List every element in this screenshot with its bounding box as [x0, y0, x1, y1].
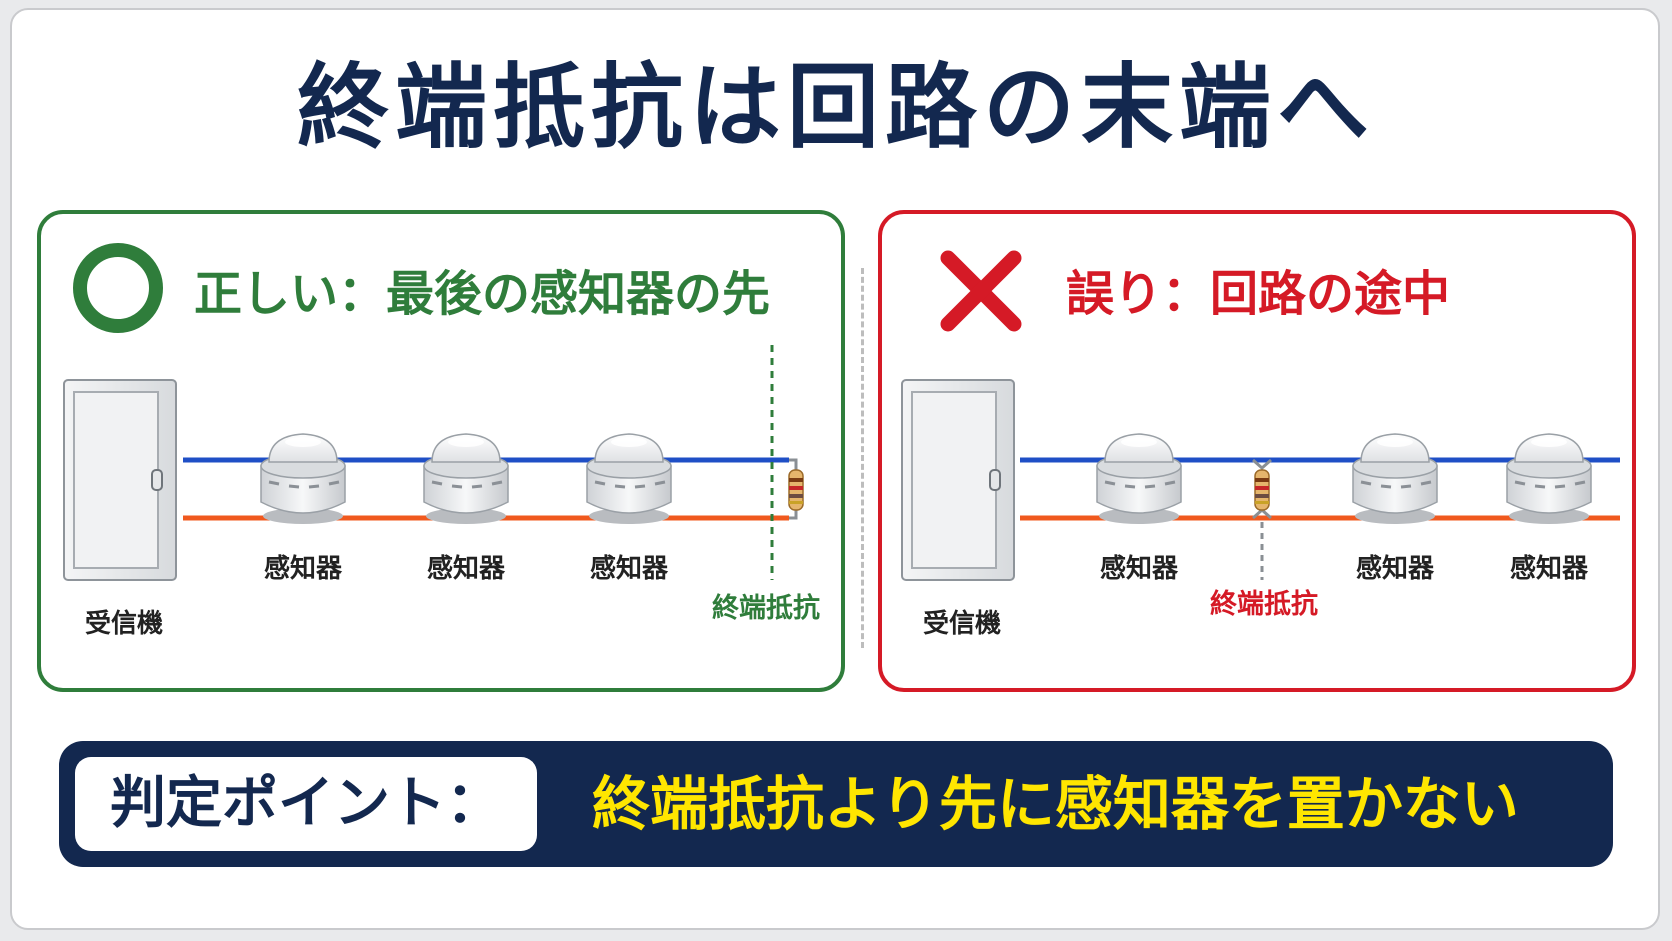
page-title: 終端抵抗は回路の末端へ: [296, 54, 1375, 161]
judgment-label: 判定ポイント：: [75, 757, 537, 851]
resistor-label: 終端抵抗: [712, 592, 820, 624]
circle-mark-icon: [73, 243, 163, 333]
panel-divider: [861, 268, 864, 648]
detector-label: 感知器: [590, 554, 669, 584]
detector-label: 感知器: [1510, 554, 1589, 584]
cross-mark-icon: [940, 250, 1022, 332]
receiver-label: 受信機: [923, 608, 1001, 639]
judgment-text: 終端抵抗より先に感知器を置かない: [592, 770, 1519, 838]
resistor-label: 終端抵抗: [1210, 588, 1318, 620]
detector-label: 感知器: [1356, 554, 1435, 584]
detector-label: 感知器: [427, 554, 506, 584]
detector-label: 感知器: [1100, 554, 1179, 584]
wrong-heading: 誤り：回路の途中: [1066, 266, 1451, 322]
detector-label: 感知器: [264, 554, 343, 584]
receiver-label: 受信機: [85, 608, 163, 639]
correct-heading: 正しい：最後の感知器の先: [194, 266, 771, 322]
